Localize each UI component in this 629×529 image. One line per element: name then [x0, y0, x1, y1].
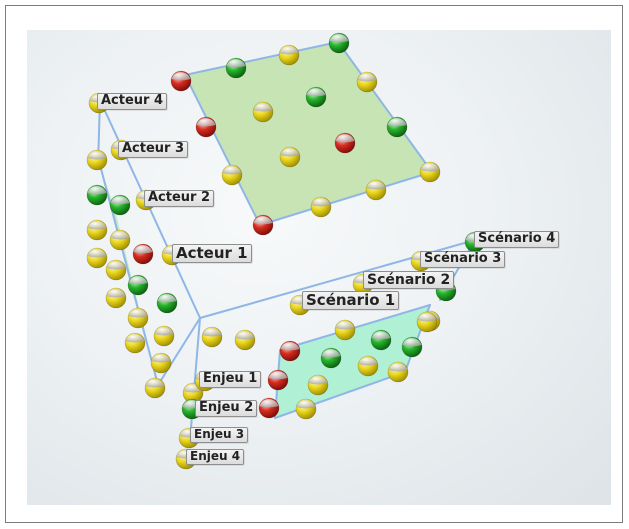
issue-label-2: Enjeu 2 — [195, 400, 258, 417]
green-sphere — [386, 116, 408, 138]
green-sphere — [109, 194, 131, 216]
actor-label-4: Acteur 4 — [97, 93, 168, 110]
yellow-sphere — [419, 161, 441, 183]
yellow-sphere — [416, 311, 438, 333]
cube-edge-8 — [99, 164, 159, 386]
green-sphere — [370, 329, 392, 351]
cube-edge-0 — [184, 41, 339, 76]
yellow-sphere — [124, 332, 146, 354]
cube-edge-1 — [337, 41, 433, 173]
yellow-sphere — [252, 101, 274, 123]
yellow-sphere — [109, 229, 131, 251]
cube-edge-3 — [184, 74, 261, 226]
green-sphere — [225, 57, 247, 79]
actor-label-1: Acteur 1 — [172, 244, 252, 264]
yellow-sphere — [356, 71, 378, 93]
yellow-sphere — [86, 247, 108, 269]
red-sphere — [132, 243, 154, 265]
cube-edge-11 — [279, 304, 431, 351]
red-sphere — [195, 116, 217, 138]
yellow-sphere — [365, 179, 387, 201]
yellow-sphere — [221, 164, 243, 186]
green-sphere — [320, 347, 342, 369]
scenario-label-1: Scénario 1 — [302, 291, 400, 311]
yellow-sphere — [307, 374, 329, 396]
red-sphere — [252, 214, 274, 236]
green-sphere — [401, 336, 423, 358]
cube-edge-2 — [259, 171, 433, 226]
yellow-sphere — [153, 325, 175, 347]
yellow-sphere — [150, 352, 172, 374]
green-sphere — [127, 274, 149, 296]
yellow-sphere — [201, 326, 223, 348]
red-sphere — [267, 369, 289, 391]
bottom-face — [275, 305, 430, 418]
yellow-sphere — [86, 149, 108, 171]
issue-label-1: Enjeu 1 — [199, 371, 262, 388]
yellow-sphere — [279, 146, 301, 168]
yellow-sphere — [387, 361, 409, 383]
red-sphere — [258, 397, 280, 419]
yellow-sphere — [310, 196, 332, 218]
cube-edge-9 — [157, 317, 201, 386]
red-sphere — [170, 70, 192, 92]
yellow-sphere — [105, 259, 127, 281]
yellow-sphere — [295, 398, 317, 420]
red-sphere — [279, 340, 301, 362]
yellow-sphere — [357, 355, 379, 377]
yellow-sphere — [105, 287, 127, 309]
scenario-label-3: Scénario 3 — [420, 251, 506, 268]
cube-edge-6 — [189, 317, 201, 441]
green-sphere — [328, 32, 350, 54]
yellow-sphere — [234, 329, 256, 351]
actor-label-2: Acteur 2 — [144, 190, 215, 207]
yellow-sphere — [144, 377, 166, 399]
green-sphere — [305, 86, 327, 108]
scenario-label-2: Scénario 2 — [363, 271, 455, 290]
yellow-sphere — [278, 44, 300, 66]
scenario-label-4: Scénario 4 — [474, 231, 560, 248]
issue-label-3: Enjeu 3 — [190, 427, 249, 443]
yellow-sphere — [334, 319, 356, 341]
issue-label-4: Enjeu 4 — [186, 449, 245, 465]
green-sphere — [156, 292, 178, 314]
yellow-sphere — [127, 307, 149, 329]
actor-label-3: Acteur 3 — [118, 141, 189, 158]
green-sphere — [86, 184, 108, 206]
yellow-sphere — [86, 219, 108, 241]
red-sphere — [334, 132, 356, 154]
